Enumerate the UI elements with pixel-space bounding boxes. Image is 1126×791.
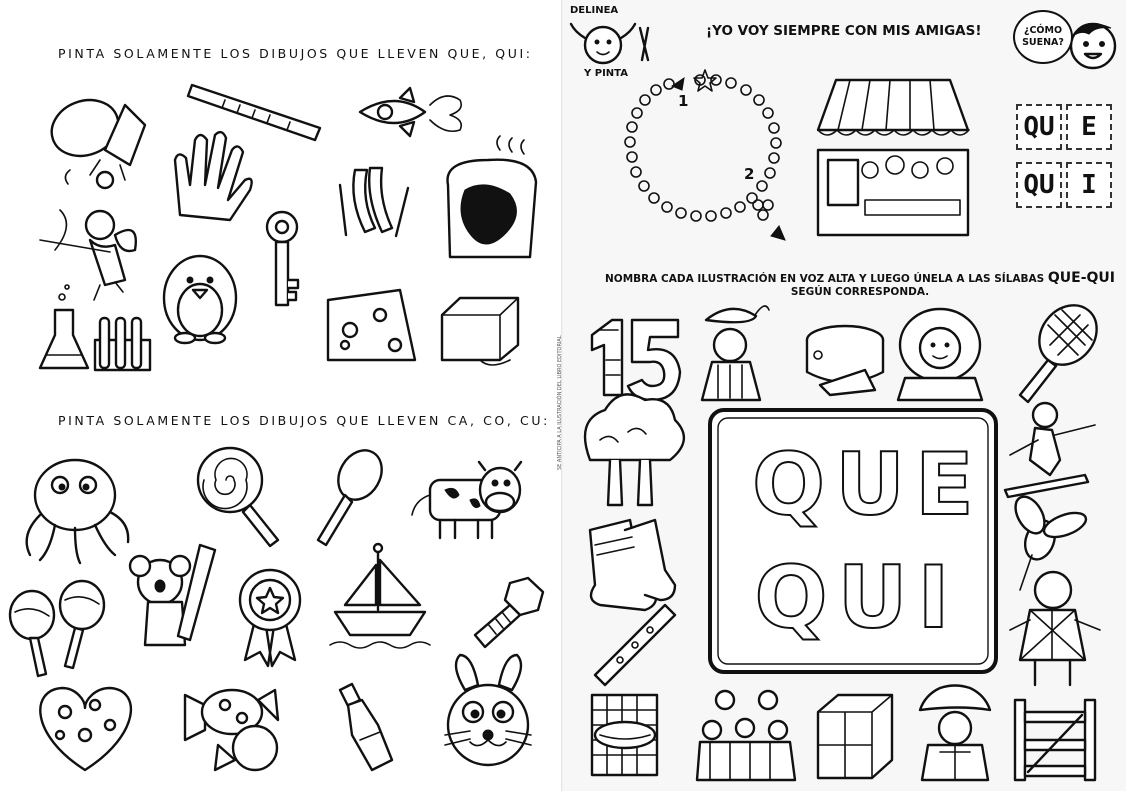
logo-delinea: DELINEA: [570, 5, 619, 16]
matching-instruction: NOMBRA CADA ILUSTRACIÓN EN VOZ ALTA Y LU…: [600, 270, 1120, 298]
syllable-qu-2: QU: [1016, 162, 1062, 208]
skier-icon: [1003, 401, 1096, 499]
instruction-ca-co-cu: PINTA SOLAMENTE LOS DIBUJOS QUE LLEVEN C…: [58, 413, 550, 428]
koala-icon: [128, 543, 217, 647]
toast-icon: [446, 135, 538, 259]
speech-bubble: ¿CÓMO SUENA?: [1013, 10, 1073, 64]
logo-girl-icon: [569, 22, 650, 65]
flute-icon: [186, 83, 322, 142]
gate-icon: [1013, 698, 1097, 782]
candy-icon: [183, 688, 280, 772]
instruction-que-qui: PINTA SOLAMENTE LOS DIBUJOS QUE LLEVEN Q…: [58, 46, 533, 61]
flask-icon: [38, 284, 90, 370]
left-page: PINTA SOLAMENTE LOS DIBUJOS QUE LLEVEN Q…: [8, 46, 550, 772]
racket-icon: [1018, 304, 1098, 404]
eskimo-kid-icon: [896, 307, 984, 402]
boy-face-icon: [1069, 22, 1117, 70]
egg-icon: [50, 98, 147, 190]
lollipop-icon: [196, 446, 280, 548]
cupid-icon: [39, 209, 137, 301]
sailboat-icon: [329, 542, 431, 649]
logo-line-1: DELINEA: [570, 5, 619, 16]
center-word-que: QUE: [751, 434, 984, 536]
hunter-icon: [700, 305, 770, 402]
harlequin-icon: [1009, 570, 1101, 687]
tracing-path: [624, 69, 786, 241]
cowboy-icon: [918, 684, 992, 782]
trace-step-2: 2: [744, 165, 755, 183]
center-frame: [708, 408, 998, 674]
center-word-qui: QUI: [754, 547, 960, 649]
bottle-icon: [338, 682, 394, 772]
maracas-icon: [8, 579, 106, 678]
bolt-icon: [473, 576, 545, 649]
rabbit-icon: [444, 653, 532, 767]
key-icon: [265, 210, 300, 307]
shop-icon: [816, 78, 970, 237]
rocket-icon: [358, 86, 463, 138]
syllable-e: E: [1066, 104, 1112, 150]
instruction-line-2: SEGÚN CORRESPONDA.: [790, 286, 930, 298]
cheese-wheel-icon: [805, 324, 885, 397]
instruction-line-1: NOMBRA CADA ILUSTRACIÓN EN VOZ ALTA Y LU…: [605, 273, 1045, 285]
number-15-icon: [590, 318, 682, 402]
trees-icon: [583, 393, 685, 507]
instruction-emphasis: QUE-QUI: [1047, 270, 1115, 286]
mosquito-icon: [1014, 495, 1088, 591]
box-icon: [816, 693, 894, 780]
syllable-i: I: [1066, 162, 1112, 208]
spoon-icon: [316, 449, 383, 547]
left-illustrations: [8, 83, 545, 772]
quena-icon: [593, 603, 677, 687]
syllable-qu-1: QU: [1016, 104, 1062, 150]
trace-step-1: 1: [678, 92, 689, 110]
rosette-icon: [238, 568, 302, 668]
heart-icon: [39, 686, 133, 772]
penguin-icon: [162, 254, 238, 345]
page-title: ¡YO VOY SIEMPRE CON MIS AMIGAS!: [706, 23, 982, 39]
socks-icon: [588, 518, 677, 612]
side-legal-text: SE ANTICIPA A LA ILUSTRACIÓN DEL LIBRO E…: [557, 335, 563, 470]
sandwich-icon: [590, 693, 659, 777]
team-icon: [695, 689, 797, 782]
octopus-icon: [25, 458, 130, 565]
cube-icon: [440, 296, 520, 366]
test-tubes-icon: [93, 316, 152, 372]
cow-icon: [411, 460, 523, 540]
cheese-icon: [326, 288, 417, 362]
skewer-icon: [338, 166, 410, 238]
glove-icon: [173, 130, 253, 222]
logo-pinta: Y PINTA: [584, 68, 628, 79]
